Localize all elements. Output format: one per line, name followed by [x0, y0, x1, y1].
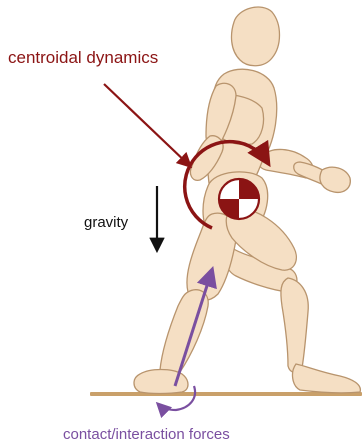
head [232, 7, 280, 66]
gravity-label: gravity [84, 214, 128, 231]
back-arm [259, 149, 351, 192]
centroidal-arrow [104, 84, 190, 166]
contact-forces-label: contact/interaction forces [63, 426, 230, 443]
centroidal-dynamics-label: centroidal dynamics [8, 48, 158, 68]
back-leg [226, 248, 361, 393]
center-of-mass-icon [219, 179, 259, 219]
